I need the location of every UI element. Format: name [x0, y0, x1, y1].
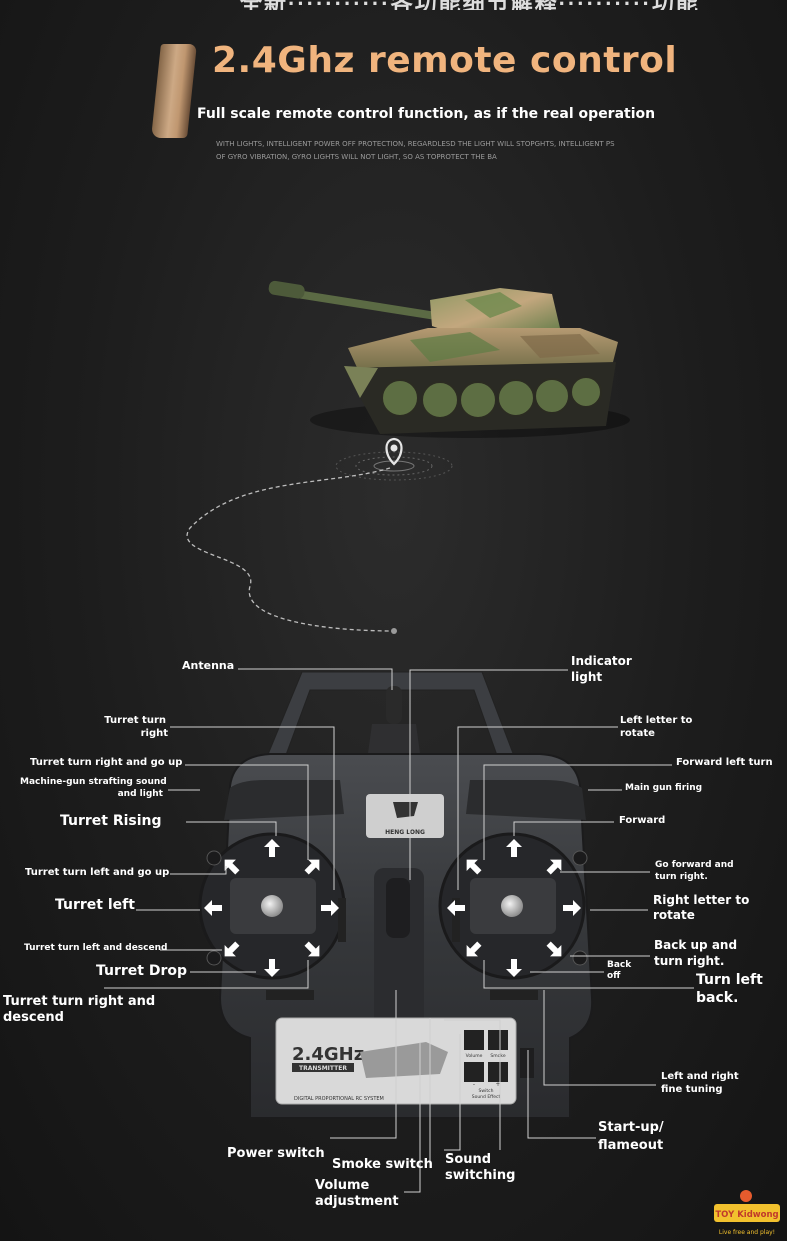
label-left-letter-rotate-line2: rotate: [620, 728, 655, 739]
label-turn-left-back-line1: Turn left: [696, 972, 763, 988]
label-turret-rising: Turret Rising: [60, 813, 162, 829]
brand-logo-text: HENG LONG: [385, 829, 425, 836]
label-back-up-right-line2: turn right.: [654, 954, 725, 968]
label-back-off-line1: Back: [607, 960, 632, 970]
arrow-right-icon: [321, 900, 339, 916]
label-turret-left: Turret left: [55, 897, 135, 913]
arrow-down-right-icon: [300, 937, 326, 963]
label-go-forward-right-line2: turn right.: [655, 872, 708, 882]
sound-effect-caption: Sound Effect: [472, 1094, 501, 1100]
page-subtitle: Full scale remote control function, as i…: [197, 106, 656, 122]
label-antenna: Antenna: [182, 659, 235, 672]
arrow-up-right-icon: [542, 853, 568, 879]
minus-symbol: -: [473, 1081, 475, 1088]
smoke-button-caption: Smoke: [490, 1053, 505, 1059]
top-banner-text: 全新···········各功能细节解释··········功能: [240, 0, 787, 10]
store-logo-tagline: Live free and play!: [719, 1229, 775, 1236]
model-sublabel: TRANSMITTER: [299, 1065, 347, 1072]
label-fine-tuning-line1: Left and right: [661, 1071, 739, 1082]
label-volume-adjustment-line1: Volume: [315, 1178, 370, 1193]
label-left-letter-rotate-line1: Left letter to: [620, 715, 693, 726]
label-right-letter-rotate-line2: rotate: [653, 908, 695, 922]
volume-button-caption: Volume: [466, 1053, 483, 1059]
store-logo: TOY Kidwong Live free and play!: [714, 1190, 780, 1236]
feature-description: WITH LIGHTS, INTELLIGENT POWER OFF PROTE…: [216, 140, 615, 161]
label-turret-right-descend-line2: descend: [3, 1010, 64, 1025]
panel-buttons: Volume Smoke - + Switch Sound Effect: [464, 1030, 508, 1100]
arrow-left-icon: [447, 900, 465, 916]
arrow-down-icon: [264, 959, 280, 977]
top-banner-highlight: 展示: [240, 4, 787, 10]
tank-illustration: [268, 280, 630, 438]
gps-path-graphic: [186, 437, 453, 634]
arrow-up-left-icon: [460, 853, 486, 879]
label-indicator-line1: Indicator: [571, 654, 632, 668]
arrow-down-left-icon: [218, 937, 244, 963]
label-mg-strafe-line1: Machine-gun strafting sound: [20, 777, 167, 787]
system-label: DIGITAL PROPORTIONAL RC SYSTEM: [294, 1096, 384, 1102]
arrow-down-icon: [506, 959, 522, 977]
label-turret-turn-right-line1: Turret turn: [104, 715, 166, 726]
label-sound-switching-line2: switching: [445, 1168, 516, 1183]
label-forward: Forward: [619, 815, 666, 826]
label-back-off-line2: off: [607, 971, 621, 981]
label-turret-left-up: Turret turn left and go up: [25, 867, 170, 878]
label-forward-left-turn: Forward left turn: [676, 757, 773, 768]
label-turret-left-descend: Turret turn left and descend: [24, 943, 168, 953]
page-title: 2.4Ghz remote control: [212, 40, 678, 81]
label-smoke-switch: Smoke switch: [332, 1157, 433, 1172]
label-sound-switching-line1: Sound: [445, 1152, 492, 1167]
label-turret-right-descend-line1: Turret turn right and: [3, 994, 156, 1009]
label-back-up-right-line1: Back up and: [654, 938, 738, 952]
right-stick-knob: [501, 895, 523, 917]
location-pin-icon: [385, 437, 403, 466]
label-right-letter-rotate-line1: Right letter to: [653, 893, 750, 907]
plus-symbol: +: [495, 1081, 500, 1088]
label-main-gun: Main gun firing: [625, 783, 703, 793]
arrow-right-icon: [563, 900, 581, 916]
label-startup-line1: Start-up/: [598, 1120, 664, 1135]
model-label: 2.4GHz: [292, 1044, 364, 1065]
label-startup-line2: flameout: [598, 1138, 664, 1153]
label-go-forward-right-line1: Go forward and: [655, 860, 734, 870]
label-turret-drop: Turret Drop: [96, 963, 188, 979]
arrow-down-right-icon: [542, 937, 568, 963]
top-banner: 全新···········各功能细节解释··········功能展示: [0, 0, 787, 10]
store-logo-text: TOY Kidwong: [715, 1210, 778, 1220]
label-turn-left-back-line2: back.: [696, 990, 739, 1006]
left-stick-knob: [261, 895, 283, 917]
arrow-up-right-icon: [300, 853, 326, 879]
arrow-up-icon: [264, 839, 280, 857]
label-volume-adjustment-line2: adjustment: [315, 1194, 399, 1209]
label-indicator-line2: light: [571, 670, 603, 684]
label-mg-strafe-line2: and light: [117, 789, 163, 799]
label-turret-turn-right-line2: right: [140, 728, 168, 739]
arrow-up-icon: [506, 839, 522, 857]
arrow-down-left-icon: [460, 937, 486, 963]
arrow-left-icon: [204, 900, 222, 916]
label-turret-right-up: Turret turn right and go up: [30, 757, 183, 768]
label-fine-tuning-line2: fine tuning: [661, 1084, 723, 1095]
switch-caption: Switch: [479, 1088, 494, 1094]
label-power-switch: Power switch: [227, 1146, 325, 1161]
